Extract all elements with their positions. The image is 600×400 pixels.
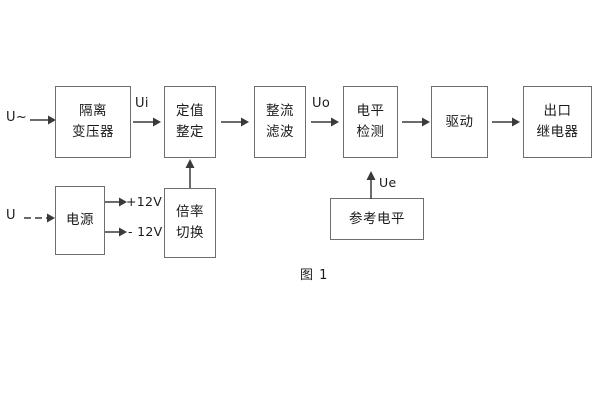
block-power-supply-line-1: 电源 [66,212,94,229]
block-drive[interactable]: 驱动 [431,86,488,158]
arrow-level-detection-to-drive [402,116,430,128]
block-level-detection-line-2: 检测 [356,124,385,140]
block-output-relay-line-1: 出口 [543,103,572,120]
arrow-power-supply-negative [105,226,127,238]
input-label-dc: U [6,208,16,223]
block-rectify-filter-line-2: 滤波 [266,124,294,140]
signal-label-ue: Ue [379,175,397,190]
arrow-power-supply-positive [105,196,127,208]
block-reference-level[interactable]: 参考电平 [330,198,424,240]
block-isolation-transformer-line-1: 隔离 [79,103,107,120]
block-level-detection-line-1: 电平 [356,103,385,120]
figure-caption: 图 1 [300,268,329,283]
arrow-multiplier-to-setpoint [184,159,196,188]
block-rectify-filter-line-1: 整流 [266,103,294,120]
arrow-dc-to-power-supply [24,212,55,224]
block-setpoint-setting-line-2: 整定 [176,124,204,140]
arrow-isolation-to-setpoint [133,116,161,128]
block-output-relay-line-2: 继电器 [536,124,579,140]
block-multiplier-switch-line-1: 倍率 [176,204,204,221]
block-setpoint-setting[interactable]: 定值 整定 [164,86,216,158]
supply-label-positive: +12V [126,194,163,209]
signal-label-ui: Ui [135,96,149,111]
block-level-detection[interactable]: 电平 检测 [343,86,398,158]
block-reference-level-line-1: 参考电平 [349,210,405,227]
input-label-ac: U~ [6,110,28,125]
block-isolation-transformer[interactable]: 隔离 变压器 [55,86,131,158]
block-multiplier-switch-line-2: 切换 [176,225,204,241]
arrow-setpoint-to-rectify [221,116,249,128]
supply-label-negative: - 12V [128,224,163,239]
block-power-supply[interactable]: 电源 [55,186,105,255]
block-setpoint-setting-line-1: 定值 [176,103,204,120]
block-rectify-filter[interactable]: 整流 滤波 [254,86,306,158]
block-drive-line-1: 驱动 [445,113,474,130]
arrow-rectify-to-level-detection [311,116,339,128]
signal-label-uo: Uo [312,96,331,111]
block-output-relay[interactable]: 出口 继电器 [523,86,592,158]
arrow-drive-to-output-relay [492,116,520,128]
arrow-ac-to-isolation-transformer [30,114,56,126]
block-multiplier-switch[interactable]: 倍率 切换 [164,188,216,258]
block-isolation-transformer-line-2: 变压器 [72,124,114,140]
arrow-reference-to-level-detection [365,171,377,199]
